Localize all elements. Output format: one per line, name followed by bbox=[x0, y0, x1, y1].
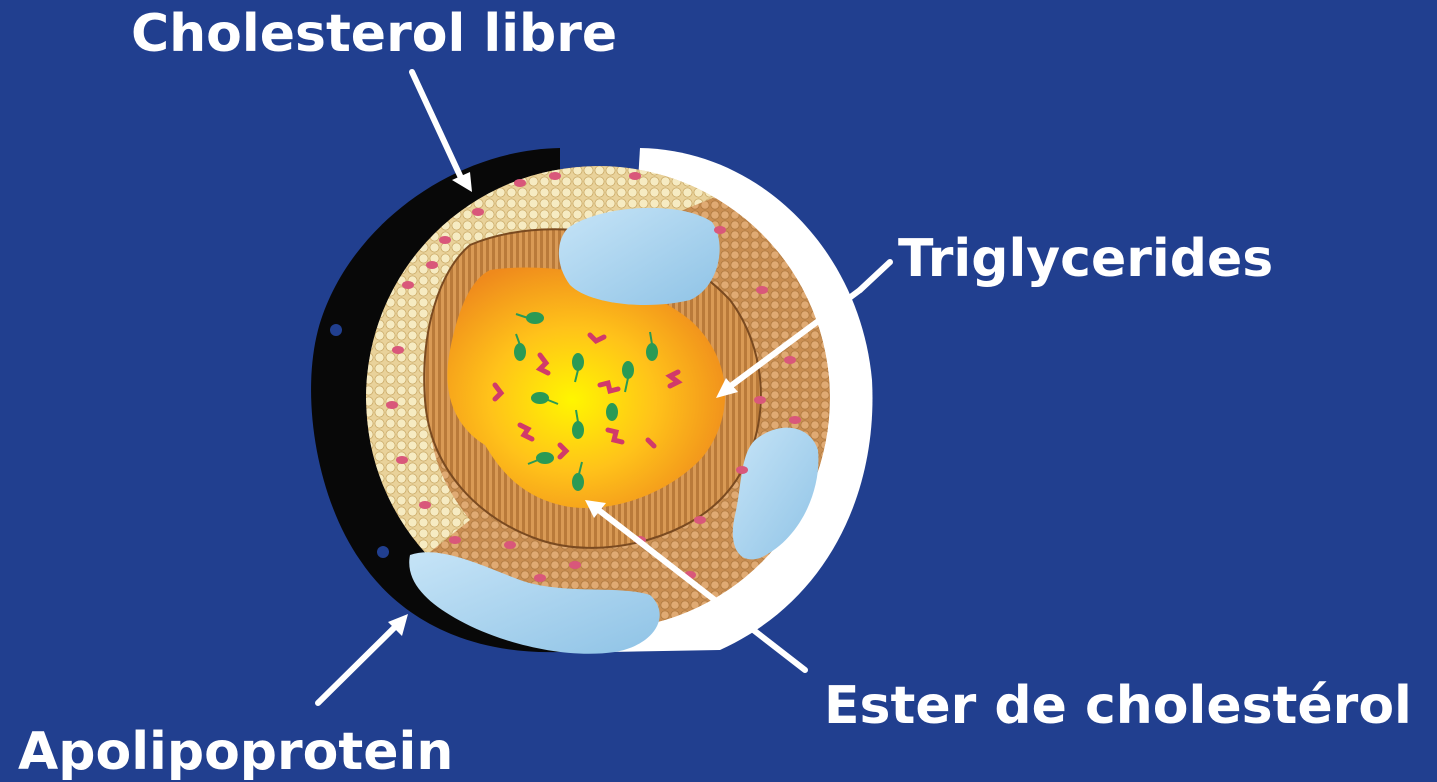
shadow-dot bbox=[330, 324, 342, 336]
free-cholesterol-label: Cholesterol libre bbox=[131, 8, 617, 60]
cholesterol-ester-label: Ester de cholestérol bbox=[824, 680, 1412, 732]
shadow-dot bbox=[377, 546, 389, 558]
apolipoprotein-shape bbox=[559, 208, 720, 305]
arrow-apolipoprotein bbox=[318, 614, 408, 703]
apolipoprotein-label: Apolipoprotein bbox=[18, 726, 453, 778]
triglycerides-label: Triglycerides bbox=[898, 233, 1273, 285]
